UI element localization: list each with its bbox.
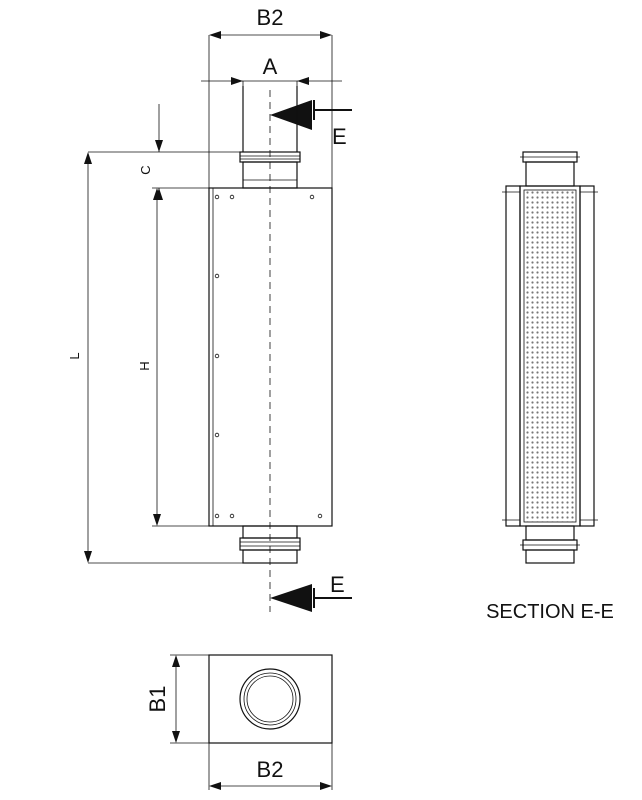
c-dimension: C <box>138 104 243 200</box>
a-dimension: A <box>201 54 342 152</box>
h-label: H <box>137 361 152 370</box>
section-mark-bottom: E <box>270 572 352 612</box>
perforated-core <box>523 189 577 523</box>
c-label: C <box>138 165 153 174</box>
plan-view: B1 B2 <box>145 654 333 790</box>
bottom-collar <box>239 525 301 564</box>
e-bottom-label: E <box>330 572 345 597</box>
l-label: L <box>67 352 82 359</box>
b1-label: B1 <box>145 686 170 713</box>
section-title: SECTION E-E <box>486 601 614 623</box>
front-view: B2 A E <box>67 5 352 612</box>
section-mark-top: E <box>270 100 352 149</box>
b2-bottom-label: B2 <box>257 757 284 782</box>
b2-top-dimension: B2 <box>208 5 333 188</box>
main-body <box>208 187 333 527</box>
a-label: A <box>263 54 278 79</box>
e-top-label: E <box>332 124 347 149</box>
h-dimension: H <box>137 187 243 527</box>
section-view: SECTION E-E <box>486 151 614 623</box>
l-dimension: L <box>67 151 243 564</box>
b2-bottom-dimension: B2 <box>208 743 333 790</box>
b2-top-label: B2 <box>257 5 284 30</box>
top-collar <box>239 86 301 189</box>
b1-dimension: B1 <box>145 654 209 744</box>
